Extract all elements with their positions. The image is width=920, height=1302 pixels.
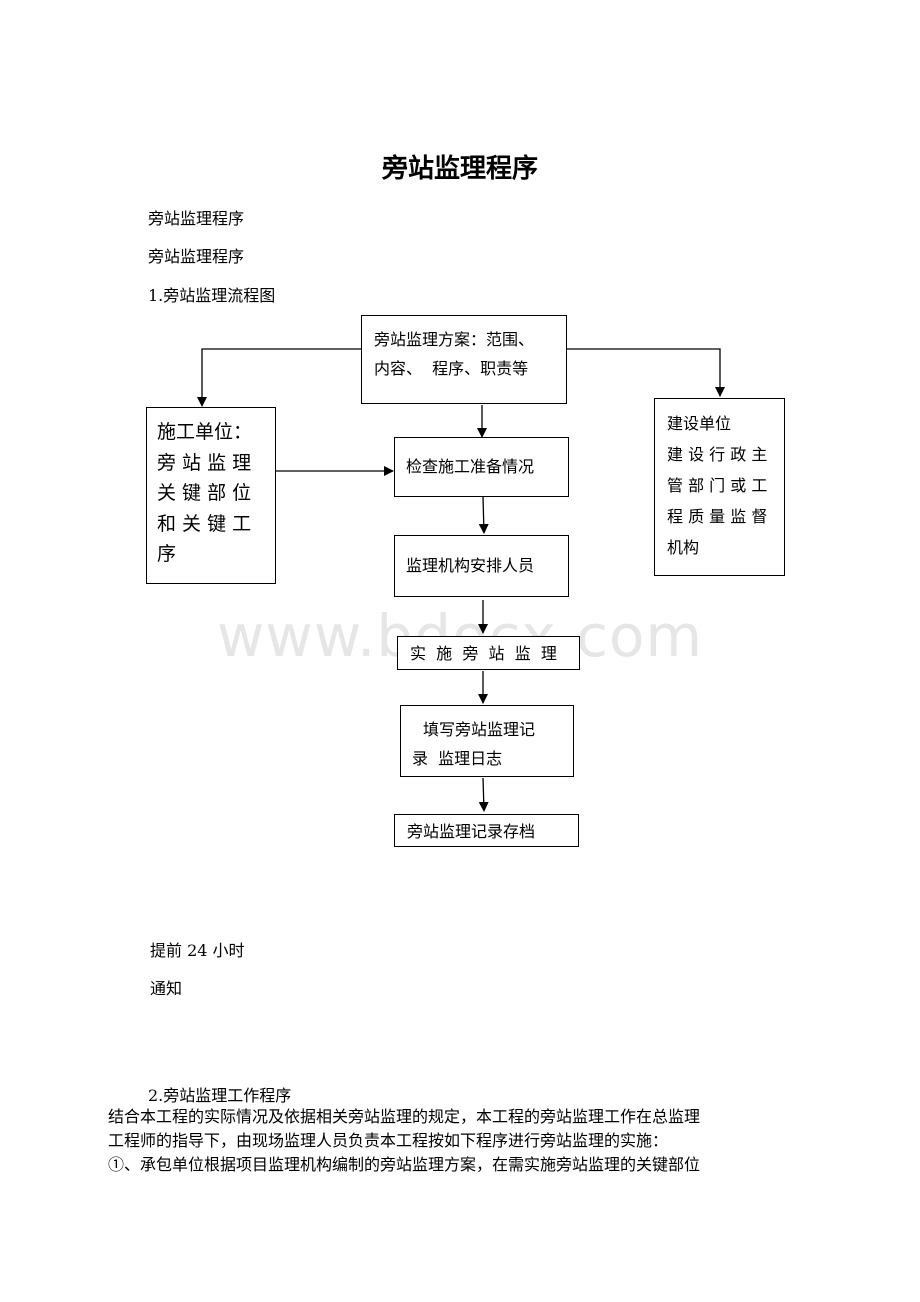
arrow-step1-to-step2 xyxy=(478,496,489,534)
section-2-heading: 2.旁站监理工作程序 xyxy=(148,1086,292,1105)
flow-contractor-line-2: 旁 站 监 理 xyxy=(157,451,252,474)
subtitle-2: 旁站监理程序 xyxy=(148,247,245,266)
flow-contractor-line-1: 施工单位： xyxy=(157,421,253,443)
flow-step-fill-record-line-2: 录 监理日志 xyxy=(412,749,503,768)
flow-owner-box: 建设单位 建 设 行 政 主 管 部 门 或 工 程 质 量 监 督 机构 xyxy=(654,398,785,576)
arrow-plan-to-contractor xyxy=(197,348,361,407)
note-notify: 通知 xyxy=(150,979,183,998)
flow-contractor-line-5: 序 xyxy=(157,543,177,565)
page-title: 旁站监理程序 xyxy=(381,154,538,184)
flow-step-implement-label: 实 施 旁 站 监 理 xyxy=(410,644,557,663)
body-line-3: ①、承包单位根据项目监理机构编制的旁站监理方案，在需实施旁站监理的关键部位 xyxy=(108,1155,701,1174)
body-line-2: 工程师的指导下，由现场监理人员负责本工程按如下程序进行旁站监理的实施： xyxy=(108,1131,669,1150)
flow-owner-line-5: 机构 xyxy=(667,538,700,557)
flow-step-implement: 实 施 旁 站 监 理 xyxy=(397,636,580,670)
flow-contractor-line-4: 和 关 键 工 xyxy=(157,512,252,535)
flow-step-fill-record-line-1: 填写旁站监理记 xyxy=(423,720,536,739)
flow-contractor-line-3: 关 键 部 位 xyxy=(157,482,252,504)
body-line-1: 结合本工程的实际情况及依据相关旁站监理的规定，本工程的旁站监理工作在总监理 xyxy=(108,1107,701,1126)
flow-owner-line-4: 程 质 量 监 督 xyxy=(667,507,768,526)
flow-plan-line-2: 内容、 程序、职责等 xyxy=(374,359,529,378)
note-advance-24h: 提前 24 小时 xyxy=(150,941,245,960)
flow-owner-line-1: 建设单位 xyxy=(667,414,732,433)
arrow-step4-to-step5 xyxy=(478,777,489,812)
flow-step-archive: 旁站监理记录存档 xyxy=(394,814,579,847)
flow-step-assign-staff: 监理机构安排人员 xyxy=(394,535,569,597)
flow-contractor-box: 施工单位： 旁 站 监 理 关 键 部 位 和 关 键 工 序 xyxy=(146,407,276,584)
section-1-heading: 1.旁站监理流程图 xyxy=(148,286,276,305)
flow-owner-line-3: 管 部 门 或 工 xyxy=(667,476,768,495)
flow-step-assign-staff-label: 监理机构安排人员 xyxy=(406,556,535,575)
arrow-plan-to-owner xyxy=(567,348,725,397)
flow-step-fill-record: 填写旁站监理记 录 监理日志 xyxy=(400,705,574,777)
body-paragraph: 结合本工程的实际情况及依据相关旁站监理的规定，本工程的旁站监理工作在总监理 工程… xyxy=(108,1105,808,1177)
flow-plan-box: 旁站监理方案：范围、 内容、 程序、职责等 xyxy=(361,315,567,404)
flow-step-archive-label: 旁站监理记录存档 xyxy=(407,822,536,841)
flow-owner-line-2: 建 设 行 政 主 xyxy=(667,445,768,464)
subtitle-1: 旁站监理程序 xyxy=(148,209,245,228)
flow-plan-line-1: 旁站监理方案：范围、 xyxy=(374,330,535,349)
flow-step-check-preparation: 检查施工准备情况 xyxy=(394,437,569,497)
flow-step-check-preparation-label: 检查施工准备情况 xyxy=(406,457,535,476)
